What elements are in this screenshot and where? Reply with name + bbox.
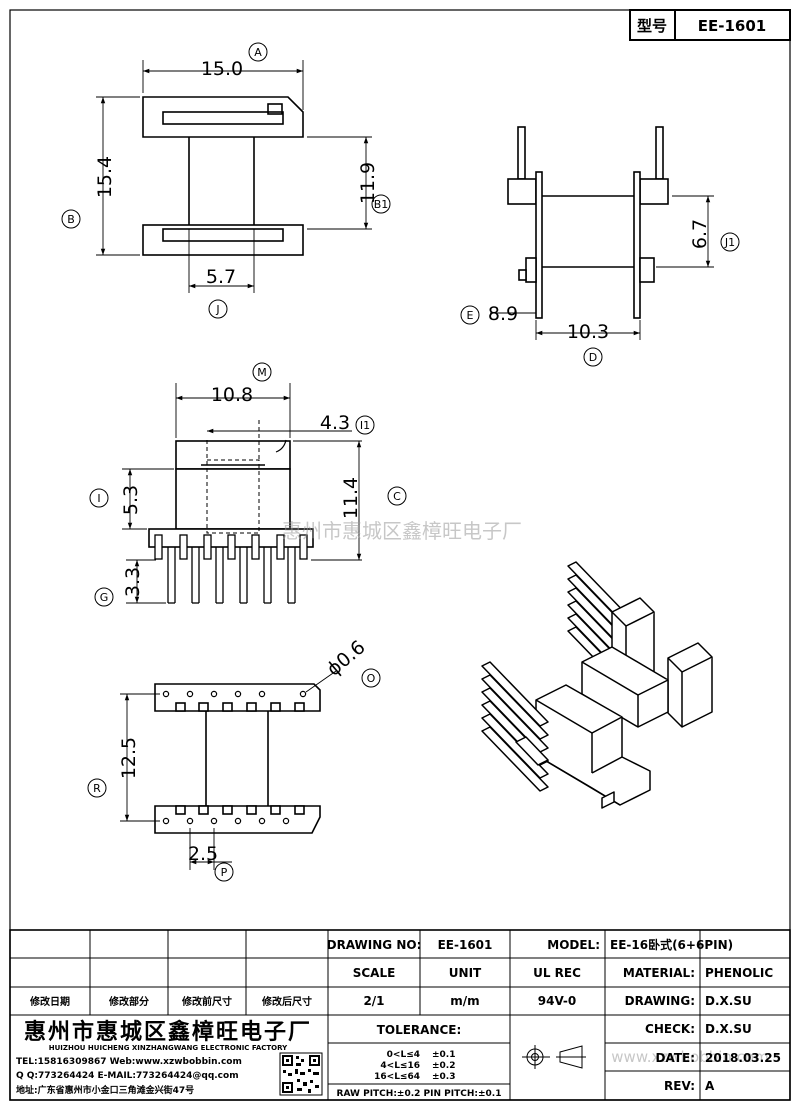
tag-j1: J1	[724, 236, 735, 249]
tol2-range: 4<L≤16	[380, 1061, 420, 1071]
pitch-tolerance: RAW PITCH:±0.2 PIN PITCH:±0.1	[337, 1089, 502, 1099]
tag-e: E	[467, 309, 474, 322]
rev-header-part: 修改部分	[108, 995, 149, 1008]
tag-c: C	[393, 490, 401, 503]
drawing-label: DRAWING:	[625, 994, 695, 1008]
header-label: 型号	[637, 17, 667, 35]
tag-p: P	[221, 866, 228, 879]
side-view-labels: 6.7 J1 8.9 E 10.3 D	[460, 219, 740, 367]
dim-front-c: 11.4	[340, 477, 362, 519]
sheet-border	[9, 9, 791, 1101]
company-address: 地址:广东省惠州市小金口三角滩金兴街47号	[16, 1084, 194, 1096]
tolerance-label: TOLERANCE:	[377, 1023, 462, 1037]
header-box: 型号 EE-1601	[629, 9, 791, 41]
dim-front-m: 10.8	[211, 384, 253, 406]
side-view	[490, 126, 714, 340]
date-label: DATE:	[656, 1051, 696, 1065]
top-view	[96, 60, 372, 293]
ul-label: UL REC	[533, 966, 581, 980]
drawing-value: D.X.SU	[705, 994, 752, 1008]
rev-header-date: 修改日期	[29, 995, 70, 1008]
drawing-no: EE-1601	[438, 938, 493, 952]
tag-a: A	[254, 46, 262, 59]
tag-j: J	[215, 303, 219, 316]
tag-d: D	[589, 351, 597, 364]
dim-top-inner: 11.9	[357, 162, 379, 204]
header-part-number: EE-1601	[698, 17, 766, 35]
tag-b1: B1	[374, 198, 389, 211]
unit-label: UNIT	[449, 966, 482, 980]
material-value: PHENOLIC	[705, 966, 773, 980]
pin-view	[120, 670, 337, 870]
top-view-labels: 15.0 A 15.4 B 11.9 B1 5.7 J	[61, 42, 391, 319]
dim-front-g: 3.3	[122, 567, 144, 597]
check-label: CHECK:	[645, 1022, 695, 1036]
company-qq-email: Q Q:773264424 E-MAIL:773264424@qq.com	[16, 1071, 239, 1081]
dim-top-core: 5.7	[206, 266, 236, 288]
dim-pitch-p: 2.5	[188, 843, 218, 865]
tag-g: G	[100, 591, 109, 604]
company-name-en: HUIZHOU HUICHENG XINZHANGWANG ELECTRONIC…	[49, 1044, 288, 1052]
tag-b: B	[67, 213, 75, 226]
tag-i1: I1	[360, 419, 370, 432]
material-label: MATERIAL:	[623, 966, 695, 980]
rev-value: A	[705, 1079, 715, 1093]
projection-symbol-icon	[522, 1045, 586, 1069]
drawing-no-label: DRAWING NO:	[327, 938, 422, 952]
isometric-view	[481, 561, 713, 809]
tag-i: I	[97, 492, 100, 505]
tol3-range: 16<L≤64	[374, 1072, 420, 1082]
model-value: EE-16卧式(6+6PIN)	[610, 937, 733, 952]
dim-top-width: 15.0	[201, 58, 243, 80]
dim-front-i1: 4.3	[320, 412, 350, 434]
tol1-range: 0<L≤4	[387, 1050, 420, 1060]
tag-m: M	[257, 366, 267, 379]
scale-label: SCALE	[353, 966, 396, 980]
watermark-company: 惠州市惠城区鑫樟旺电子厂	[282, 519, 522, 543]
front-view-labels: 10.8 M 4.3 I1 11.4 C 5.3 I 3.3 G	[89, 362, 407, 607]
tol1-value: ±0.1	[432, 1050, 455, 1060]
qr-code-icon	[279, 1052, 323, 1096]
dim-front-i: 5.3	[120, 485, 142, 515]
pin-view-labels: 12.5 R ϕ0.6 O 2.5 P	[87, 636, 381, 882]
date-value: 2018.03.25	[705, 1051, 781, 1065]
tol2-value: ±0.2	[432, 1061, 455, 1071]
company-tel-web: TEL:15816309867 Web:www.xzwbobbin.com	[16, 1057, 242, 1067]
title-block-text: 修改日期 修改部分 修改前尺寸 修改后尺寸 DRAWING NO: EE-160…	[16, 937, 781, 1099]
tag-r: R	[93, 782, 101, 795]
dim-side-e: 8.9	[488, 303, 518, 325]
rev-header-before: 修改前尺寸	[181, 995, 232, 1008]
ul-value: 94V-0	[538, 994, 576, 1008]
tag-o: O	[367, 672, 376, 685]
model-label: MODEL:	[547, 938, 600, 952]
check-value: D.X.SU	[705, 1022, 752, 1036]
rev-label: REV:	[664, 1079, 695, 1093]
tol3-value: ±0.3	[432, 1072, 455, 1082]
company-name: 惠州市惠城区鑫樟旺电子厂	[24, 1019, 312, 1045]
front-view	[122, 383, 362, 604]
scale-value: 2/1	[363, 994, 384, 1008]
dim-top-height: 15.4	[94, 156, 116, 198]
rev-header-after: 修改后尺寸	[261, 995, 312, 1008]
title-block	[9, 929, 791, 1101]
dim-side-d: 10.3	[567, 321, 609, 343]
watermark-url: www.xzwbobbin.com	[611, 1048, 768, 1066]
dim-row-r: 12.5	[118, 737, 140, 779]
unit-value: m/m	[450, 994, 479, 1008]
dim-side-pitch: 6.7	[689, 219, 711, 249]
